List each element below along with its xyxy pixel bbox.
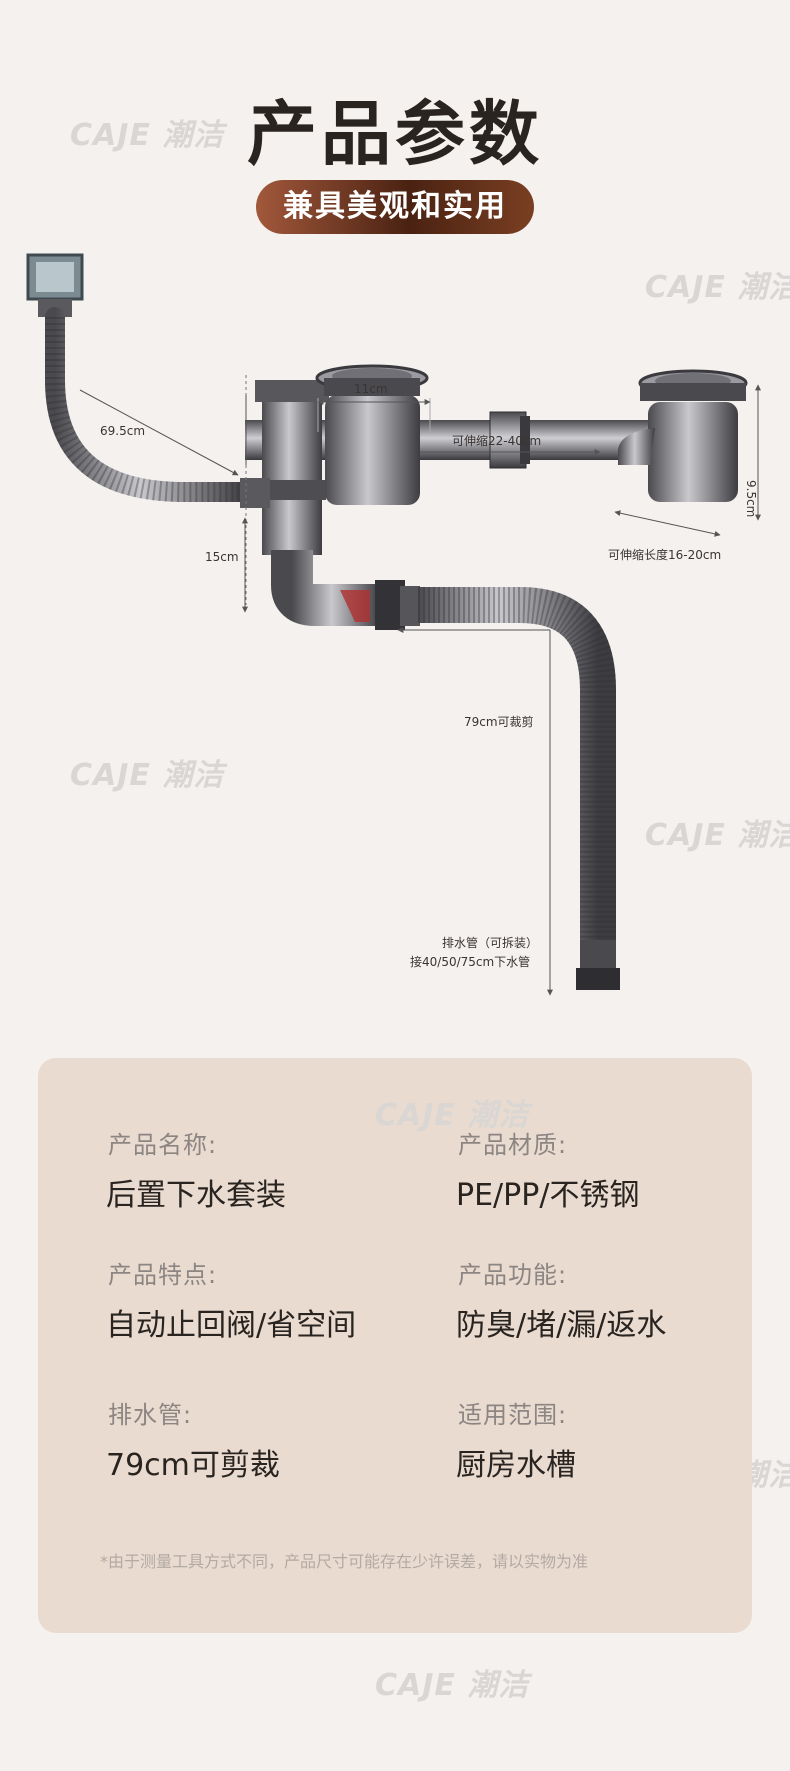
brand-watermark: CAJE 潮洁 — [645, 270, 790, 305]
dim-label-79cm: 79cm可裁剪 — [464, 715, 534, 729]
drain-label-line1: 排水管（可拆装） — [442, 936, 539, 950]
dim-label-telescopic-length: 可伸缩长度16-20cm — [608, 548, 722, 562]
brand-watermark: CAJE 潮洁 — [70, 118, 225, 153]
spec-function-value: 防臭/堵/漏/返水 — [456, 1308, 667, 1343]
spec-material-label: 产品材质: — [458, 1131, 568, 1159]
spec-card — [38, 1058, 752, 1633]
spec-name-label: 产品名称: — [108, 1131, 218, 1159]
subtitle-badge: 兼具美观和实用 — [256, 180, 534, 234]
trap-body — [240, 380, 329, 555]
page-title: 产品参数 — [247, 93, 543, 175]
drain-hose — [418, 587, 616, 945]
spec-material-value: PE/PP/不锈钢 — [456, 1178, 640, 1213]
sink-strainer-left — [315, 364, 429, 505]
dim-label-telescopic: 可伸缩22-40cm — [452, 434, 542, 448]
dim-label-15cm: 15cm — [205, 550, 239, 564]
spec-scope-label: 适用范围: — [458, 1401, 568, 1429]
brand-watermark: CAJE 潮洁 — [70, 758, 225, 793]
spec-name-value: 后置下水套装 — [106, 1178, 286, 1213]
spec-feature-value: 自动止回阀/省空间 — [106, 1308, 357, 1343]
overflow-hose — [45, 307, 255, 502]
spec-function-label: 产品功能: — [458, 1261, 568, 1289]
brand-watermark: CAJE 潮洁 — [645, 818, 790, 853]
dim-label-11cm: 11cm — [354, 382, 388, 396]
spec-feature-label: 产品特点: — [108, 1261, 218, 1289]
spec-pipe-label: 排水管: — [108, 1401, 193, 1429]
spec-pipe-value: 79cm可剪裁 — [106, 1448, 280, 1483]
spec-scope-value: 厨房水槽 — [456, 1448, 576, 1483]
sink-strainer-right — [618, 369, 748, 502]
drain-label-line2: 接40/50/75cm下水管 — [410, 955, 531, 969]
brand-watermark: CAJE 潮洁 — [375, 1098, 530, 1133]
check-valve-elbow — [271, 550, 380, 626]
brand-watermark: CAJE 潮洁 — [375, 1668, 530, 1703]
product-diagram — [26, 253, 761, 996]
measurement-note: *由于测量工具方式不同，产品尺寸可能存在少许误差，请以实物为准 — [100, 1552, 589, 1571]
dim-label-9-5cm: 9.5cm — [744, 480, 758, 518]
dim-label-69-5cm: 69.5cm — [100, 424, 146, 438]
